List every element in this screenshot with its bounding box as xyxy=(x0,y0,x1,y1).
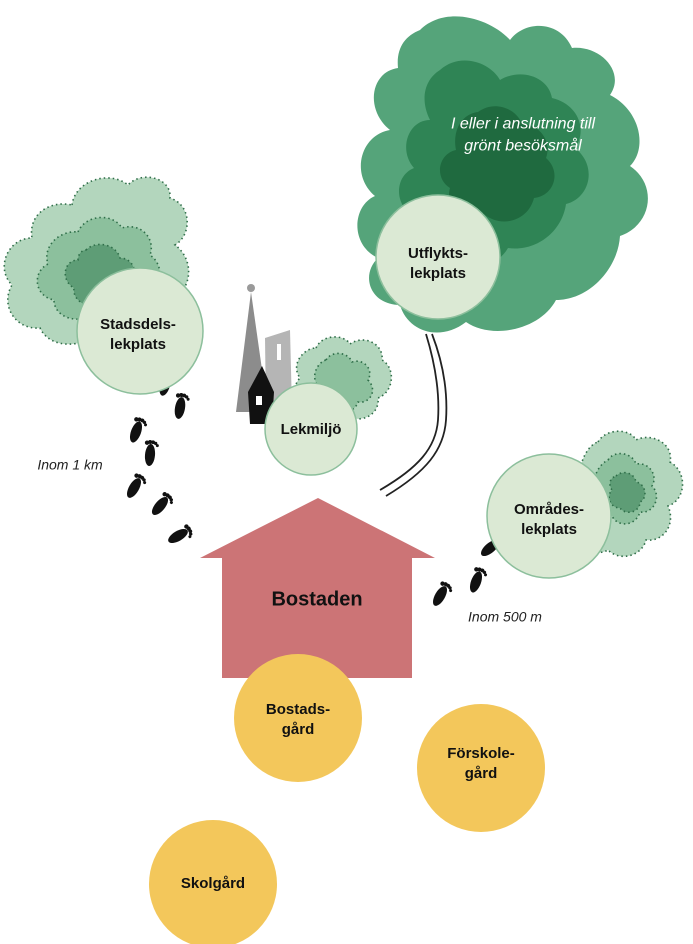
omrade-label: Områdes- lekplats xyxy=(514,500,584,541)
footprint xyxy=(151,492,173,516)
stadsdel-label-line2: lekplats xyxy=(110,336,166,353)
omrade-label-line1: Områdes- xyxy=(513,500,585,518)
utflykt-label-line2: lekplats xyxy=(410,265,466,282)
forskolegard-label-line1: Förskole- xyxy=(447,744,515,762)
distance-near-label: Inom 500 m xyxy=(468,608,542,627)
house-window xyxy=(256,396,262,405)
forest-label: I eller i anslutning till grönt besöksmå… xyxy=(451,113,595,156)
skolgard-label: Skolgård xyxy=(181,874,245,894)
omrade-circle xyxy=(486,453,612,579)
stadsdel-circle xyxy=(76,267,204,395)
forest-label-line2: grönt besöksmål xyxy=(464,137,582,154)
footprint xyxy=(129,417,148,443)
footprint xyxy=(433,581,453,606)
bostadsgard-label-line1: Bostads- xyxy=(265,700,331,718)
utflykt-label-line1: Utflykts- xyxy=(407,244,469,262)
building-window xyxy=(277,344,281,360)
footprint xyxy=(168,524,193,543)
stadsdel-label-line1: Stadsdels- xyxy=(100,315,176,333)
lekmiljo-circle xyxy=(264,382,358,476)
footprint xyxy=(469,567,488,593)
bostadsgard-circle xyxy=(234,654,362,782)
bostaden-label: Bostaden xyxy=(271,587,362,614)
small-black-house xyxy=(248,366,274,424)
forskolegard-label: Förskole- gård xyxy=(447,744,515,785)
skolgard-circle xyxy=(149,820,277,944)
skolgard-label-line1: Skolgård xyxy=(180,874,246,892)
lekmiljo-label: Lekmiljö xyxy=(281,420,342,440)
distance-far-text: Inom 1 km xyxy=(37,456,103,473)
distance-far-label: Inom 1 km xyxy=(37,456,102,475)
omrade-label-line2: lekplats xyxy=(521,521,577,538)
footprint xyxy=(144,439,159,466)
distance-near-text: Inom 500 m xyxy=(468,608,542,625)
forest-inner xyxy=(439,106,555,222)
forskolegard-label-line2: gård xyxy=(464,765,498,782)
footprint xyxy=(174,393,190,419)
forskolegard-circle xyxy=(417,704,545,832)
spire-ball xyxy=(247,284,255,292)
utflykt-circle xyxy=(375,194,501,320)
stadsdel-label: Stadsdels- lekplats xyxy=(100,315,176,356)
bostadsgard-label: Bostads- gård xyxy=(266,700,330,741)
bostaden-label-line1: Bostaden xyxy=(271,588,363,611)
footprint xyxy=(127,473,147,498)
path-to-utflykt xyxy=(379,333,448,497)
bostadsgard-label-line2: gård xyxy=(281,721,315,738)
utflykt-label: Utflykts- lekplats xyxy=(408,244,468,285)
forest-label-line1: I eller i anslutning till xyxy=(450,115,596,133)
lekmiljo-label-line1: Lekmiljö xyxy=(280,420,342,438)
bostaden-house xyxy=(200,498,435,678)
